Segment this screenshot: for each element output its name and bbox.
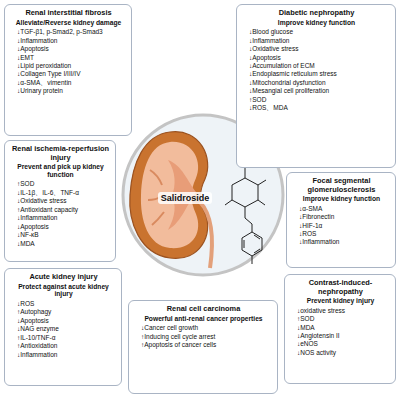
box-title: Acute kidney injury — [11, 273, 116, 282]
box-subtitle: Alleviate/Reverse kidney damage — [11, 19, 126, 27]
salidroside-structure — [225, 168, 266, 264]
effect-box: Renal interstitial fibrosisAlleviate/Rev… — [4, 4, 132, 136]
effect-item: ↑SOD — [11, 180, 110, 188]
effect-item: ↓MDA — [291, 324, 390, 332]
effect-item: ↓Urinary protein — [11, 87, 126, 95]
effect-item: ↓Fibronectin — [293, 213, 390, 221]
effect-box: Renal cell carcinomaPowerful anti-renal … — [128, 300, 278, 394]
box-subtitle: Improve kidney function — [293, 195, 390, 203]
effect-item: ↓oxidative stress — [291, 307, 390, 315]
effect-item: ↓ROS、MDA — [243, 104, 390, 112]
effect-item: ↓Angiotensin II — [291, 332, 390, 340]
effect-item: ↓eNOS — [291, 340, 390, 348]
effect-item: ↓NAG enzyme — [11, 325, 116, 333]
effect-item: ↓NF-κB — [11, 231, 110, 239]
effect-box: Contrast-induced-nephropathyPrevent kidn… — [284, 274, 396, 384]
effect-item: ↓Accumulation of ECM — [243, 62, 390, 70]
effect-item: ↓Mesangial cell proliferation — [243, 87, 390, 95]
box-title: Renal interstitial fibrosis — [11, 9, 126, 18]
effect-item: ↓NOS activity — [291, 349, 390, 357]
effect-item: ↓ROS — [293, 230, 390, 238]
box-title: Diabetic nephropathy — [243, 9, 390, 18]
effect-item: ↓Blood glucose — [243, 28, 390, 36]
effect-item: ↓Collagen Type I/III/IV — [11, 70, 126, 78]
box-subtitle: Improve kidney function — [243, 19, 390, 27]
effect-item: ↓Inflammation — [11, 37, 126, 45]
box-title: Contrast-induced-nephropathy — [291, 279, 390, 296]
effect-item: ↓HIF-1α — [293, 222, 390, 230]
effect-item: ↓Inflammation — [243, 37, 390, 45]
effect-item: ↓TGF-β1, p-Smad2, p-Smad3 — [11, 28, 126, 36]
effect-item: ↑Antioxidation — [11, 342, 116, 350]
effect-item: ↓Apoptosis — [11, 223, 110, 231]
box-subtitle: Protect against acute kidney injury — [11, 283, 116, 298]
effect-item: ↓EMT — [11, 54, 126, 62]
effect-box: Acute kidney injuryProtect against acute… — [4, 268, 122, 386]
effect-item: ↓Apoptosis — [11, 45, 126, 53]
effect-box: Renal ischemia-reperfusion injuryPrevent… — [4, 140, 116, 262]
box-subtitle: Powerful anti-renal cancer properties — [135, 315, 272, 323]
effect-item: ↑Inducing cell cycle arrest — [135, 333, 272, 341]
effect-item: ↓ROS — [11, 300, 116, 308]
effect-item: ↓Lipid peroxidation — [11, 62, 126, 70]
effect-item: ↑Apoptosis of cancer cells — [135, 341, 272, 349]
effect-item: ↓Inflammation — [11, 214, 110, 222]
effect-item: ↑IL-10/TNF-α — [11, 334, 116, 342]
box-subtitle: Prevent kidney injury — [291, 297, 390, 305]
kidney-drawing — [130, 132, 212, 268]
effect-item: ↑SOD — [291, 315, 390, 323]
effect-item: ↓Oxidative stress — [243, 45, 390, 53]
effect-item: ↑Autophagy — [11, 308, 116, 316]
effect-item: ↓α-SMA、vimentin — [11, 79, 126, 87]
effect-item: ↓Apoptosis — [243, 54, 390, 62]
effect-item: ↓Apoptosis — [11, 317, 116, 325]
box-title: Renal cell carcinoma — [135, 305, 272, 314]
effect-item: ↓MDA — [11, 240, 110, 248]
box-title: Focal segmental glomerulosclerosis — [293, 177, 390, 194]
effect-box: Focal segmental glomerulosclerosisImprov… — [286, 172, 396, 268]
box-title: Renal ischemia-reperfusion injury — [11, 145, 110, 162]
effect-item: ↓Oxidative stress — [11, 197, 110, 205]
effect-item: ↓Inflammation — [11, 351, 116, 359]
effect-item: ↓α-SMA — [293, 205, 390, 213]
effect-box: Diabetic nephropathyImprove kidney funct… — [236, 4, 396, 168]
effect-item: ↓Mitochondrial dysfunction — [243, 79, 390, 87]
compound-label: Salidroside — [158, 192, 213, 204]
effect-item: ↓IL-1β、IL-6、TNF-α — [11, 189, 110, 197]
effect-item: ↓Cancer cell growth — [135, 324, 272, 332]
effect-item: ↓Endoplasmic reticulum stress — [243, 70, 390, 78]
box-subtitle: Prevent and pick up kidney function — [11, 163, 110, 178]
effect-item: ↓Inflammation — [293, 238, 390, 246]
effect-item: ↑Antioxidant capacity — [11, 206, 110, 214]
effect-item: ↑SOD — [243, 96, 390, 104]
